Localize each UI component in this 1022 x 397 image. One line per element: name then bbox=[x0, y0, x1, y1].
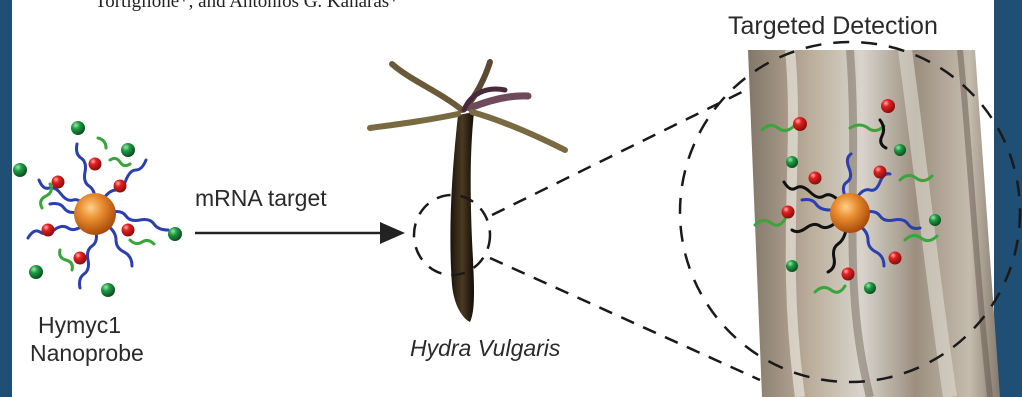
mrna-target-arrow bbox=[195, 222, 405, 244]
arrow-label: mRNA target bbox=[195, 185, 327, 212]
hydra-illustration bbox=[370, 62, 565, 322]
organism-label: Hydra Vulgaris bbox=[410, 335, 560, 362]
magnified-tissue-view bbox=[680, 40, 1020, 397]
probe-name-label: Hymyc1 bbox=[38, 312, 121, 339]
nanoparticle-core bbox=[74, 193, 116, 235]
magnified-nanoparticle-core bbox=[830, 193, 870, 233]
nanoprobe-illustration bbox=[13, 121, 182, 297]
detection-title: Targeted Detection bbox=[728, 12, 938, 41]
probe-type-label: Nanoprobe bbox=[30, 340, 144, 367]
